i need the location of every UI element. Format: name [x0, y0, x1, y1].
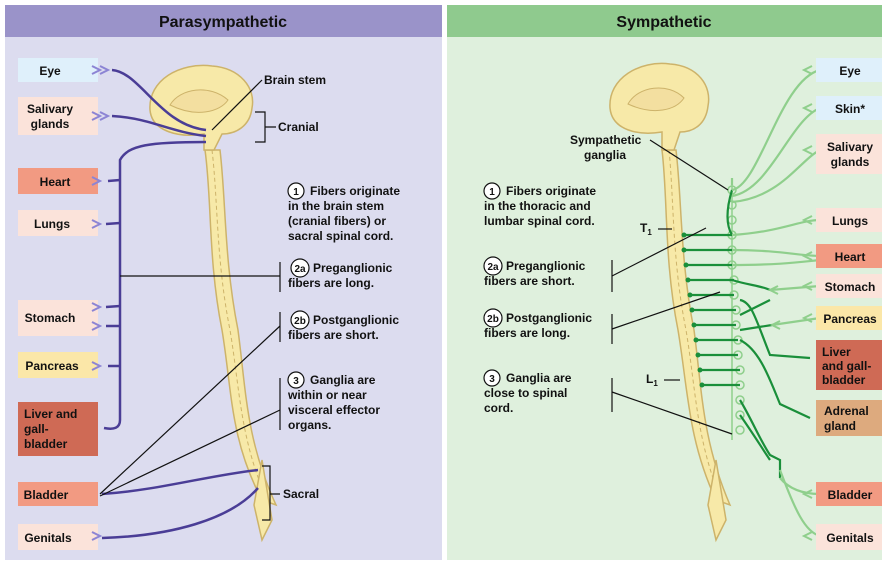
para-organ-pancreas: Pancreas — [18, 352, 98, 378]
symp-title: Sympathetic — [616, 14, 711, 31]
para-eye-label: Eye — [39, 64, 61, 78]
symp-organ-pancreas: Pancreas — [816, 306, 882, 330]
symp-organ-lungs: Lungs — [816, 208, 882, 232]
symp-note-1-line-2: in the thoracic and — [484, 199, 591, 213]
para-note-1-line-3: (cranial fibers) or — [288, 214, 386, 228]
para-note-3-line-2: within or near — [287, 388, 367, 402]
symp-note-1-line-3: lumbar spinal cord. — [484, 214, 595, 228]
symp-bladder-label: Bladder — [828, 488, 873, 502]
para-note-2a-num: 2a — [294, 264, 306, 275]
para-fiber-lungs — [106, 223, 120, 224]
para-organ-salivary: Salivary glands — [18, 97, 98, 135]
symp-note-2a-line-1: Preganglionic — [506, 259, 586, 273]
para-note-1-line-1: Fibers originate — [310, 184, 400, 198]
para-note-1-line-2: in the brain stem — [288, 199, 384, 213]
para-brain-stem-label: Brain stem — [264, 73, 326, 87]
symp-organ-adrenal: Adrenal gland — [816, 400, 882, 436]
para-pancreas-label: Pancreas — [25, 359, 79, 373]
symp-organ-skin: Skin* — [816, 96, 882, 120]
para-lungs-label: Lungs — [34, 217, 70, 231]
para-organ-lungs: Lungs — [18, 210, 98, 236]
symp-note-3-line-1: Ganglia are — [506, 371, 572, 385]
symp-organ-genitals: Genitals — [816, 524, 882, 550]
para-note-1-num: 1 — [293, 187, 299, 198]
symp-note-2a-num: 2a — [487, 262, 499, 273]
symp-note-1-line-1: Fibers originate — [506, 184, 596, 198]
symp-organ-bladder: Bladder — [816, 482, 882, 506]
para-genitals-label: Genitals — [24, 531, 72, 545]
para-sacral-label: Sacral — [283, 487, 319, 501]
para-liver-label-1: Liver and — [24, 407, 77, 421]
para-fiber-stomach-1 — [106, 306, 120, 307]
symp-organ-liver: Liver and gall- bladder — [816, 340, 882, 390]
para-note-3-line-4: organs. — [288, 418, 331, 432]
symp-note-2a-line-2: fibers are short. — [484, 274, 575, 288]
symp-organ-salivary: Salivary glands — [816, 134, 882, 174]
symp-organ-heart: Heart — [816, 244, 882, 268]
symp-lungs-label: Lungs — [832, 214, 868, 228]
para-note-2b-line-1: Postganglionic — [313, 313, 399, 327]
symp-adrenal-label-1: Adrenal — [824, 404, 869, 418]
symp-stomach-label: Stomach — [825, 280, 876, 294]
symp-note-2b-num: 2b — [487, 314, 499, 325]
para-title: Parasympathetic — [159, 14, 287, 31]
para-cranial-label: Cranial — [278, 120, 319, 134]
symp-eye-label: Eye — [839, 64, 861, 78]
para-note-3-line-1: Ganglia are — [310, 373, 376, 387]
para-note-3-line-3: visceral effector — [288, 403, 380, 417]
para-salivary-label-1: Salivary — [27, 102, 73, 116]
symp-organ-stomach: Stomach — [816, 274, 882, 298]
para-note-2a-line-2: fibers are long. — [288, 276, 374, 290]
symp-note-2b-line-2: fibers are long. — [484, 326, 570, 340]
para-note-3-num: 3 — [293, 376, 299, 387]
symp-note-2b-line-1: Postganglionic — [506, 311, 592, 325]
symp-adrenal-label-2: gland — [824, 419, 856, 433]
parasympathetic-panel: Parasympathetic Eye Salivary glands Hear… — [5, 5, 442, 560]
para-liver-label-2: gall- — [24, 422, 49, 436]
para-note-2b-num: 2b — [294, 316, 306, 327]
symp-heart-label: Heart — [835, 250, 866, 264]
para-stomach-label: Stomach — [25, 311, 76, 325]
para-organ-bladder: Bladder — [18, 482, 98, 506]
symp-note-3-line-3: cord. — [484, 401, 513, 415]
para-note-1-line-4: sacral spinal cord. — [288, 229, 393, 243]
symp-pancreas-label: Pancreas — [823, 312, 877, 326]
symp-note-3-line-2: close to spinal — [484, 386, 567, 400]
symp-note-3-num: 3 — [489, 374, 495, 385]
symp-liver-label-3: bladder — [822, 373, 866, 387]
symp-note-1-num: 1 — [489, 187, 495, 198]
para-liver-label-3: bladder — [24, 437, 68, 451]
symp-liver-label-1: Liver — [822, 345, 851, 359]
para-bladder-label: Bladder — [24, 488, 69, 502]
para-organ-heart: Heart — [18, 168, 98, 194]
symp-liver-label-2: and gall- — [822, 359, 871, 373]
sympathetic-panel: Sympathetic — [447, 5, 882, 560]
para-organ-eye: Eye — [18, 58, 98, 82]
para-heart-label: Heart — [40, 175, 71, 189]
para-note-2a-line-1: Preganglionic — [313, 261, 393, 275]
para-organ-liver: Liver and gall- bladder — [18, 402, 98, 456]
para-organ-stomach: Stomach — [18, 300, 98, 336]
symp-organ-eye: Eye — [816, 58, 882, 82]
symp-salivary-label-1: Salivary — [827, 140, 873, 154]
para-note-2b-line-2: fibers are short. — [288, 328, 379, 342]
symp-skin-label: Skin* — [835, 102, 865, 116]
para-salivary-label-2: glands — [31, 117, 70, 131]
para-fiber-heart — [108, 180, 120, 181]
symp-genitals-label: Genitals — [826, 531, 874, 545]
symp-ganglia-label-1: Sympathetic — [570, 133, 642, 147]
para-organ-genitals: Genitals — [18, 524, 98, 550]
symp-ganglia-label-2: ganglia — [584, 148, 626, 162]
symp-salivary-label-2: glands — [831, 155, 870, 169]
